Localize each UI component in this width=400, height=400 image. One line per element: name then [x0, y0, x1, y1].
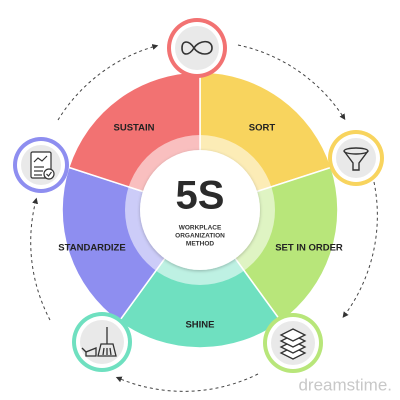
center-title: 5S — [176, 174, 225, 218]
segment-label-standardize: STANDARDIZE — [58, 243, 125, 254]
segment-label-sustain: SUSTAIN — [114, 123, 155, 134]
segment-labels: SORT SET IN ORDER SHINE STANDARDIZE SUST… — [58, 123, 343, 331]
cycle-arrows — [30, 44, 378, 392]
arrow-sustain-to-sort — [237, 44, 346, 121]
center-subtitle-line-1: WORKPLACE — [179, 225, 222, 232]
badge-standardize — [13, 137, 69, 193]
badge-set-in-order — [263, 313, 323, 373]
center-subtitle-line-2: ORGANIZATION — [175, 233, 225, 240]
broom-dustpan-icon — [81, 327, 117, 357]
segment-label-set-in-order: SET IN ORDER — [275, 243, 343, 254]
funnel-icon — [343, 147, 369, 171]
badge-sustain — [167, 18, 227, 78]
arrow-shine-to-standardize — [30, 197, 51, 321]
infinity-icon — [181, 40, 213, 55]
arrow-standardize-to-sustain — [57, 44, 159, 121]
icon-badges — [13, 18, 384, 373]
segment-label-shine: SHINE — [185, 320, 214, 331]
stacked-layers-icon — [279, 328, 307, 360]
watermark: dreamstime. — [298, 375, 392, 394]
segment-label-sort: SORT — [249, 123, 276, 134]
arrow-sort-to-set-in-order — [342, 181, 378, 318]
center-subtitle-line-3: METHOD — [186, 241, 214, 248]
report-checklist-icon — [30, 151, 55, 180]
badge-shine — [72, 312, 132, 372]
arrow-set-in-order-to-shine — [115, 373, 259, 392]
badge-sort — [328, 130, 384, 186]
center-disc: 5S WORKPLACE ORGANIZATION METHOD — [125, 135, 275, 285]
